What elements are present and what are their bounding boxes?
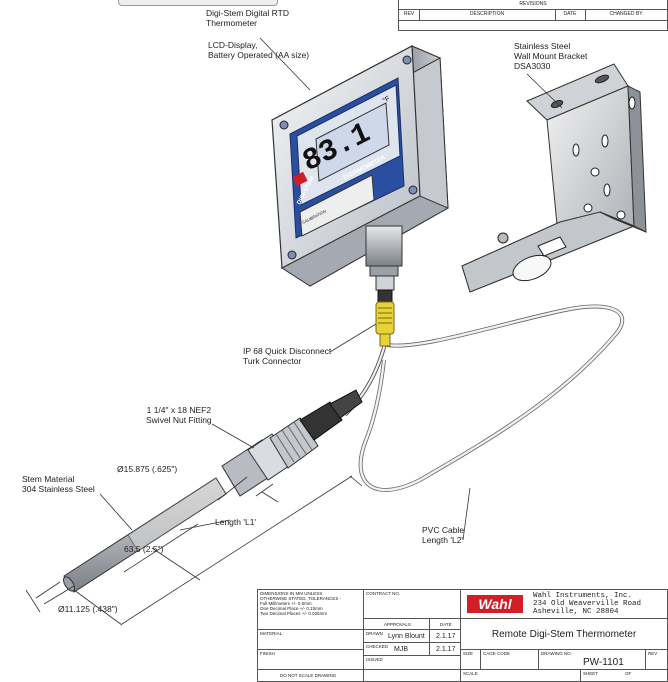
size-cell: SIZE	[461, 650, 481, 670]
scale-label: SCALE	[463, 671, 478, 676]
sheet-label: SHEET	[583, 671, 599, 676]
company-cell: Wahl Wahl Instruments, Inc. 234 Old Weav…	[461, 590, 667, 619]
stem-diameter-dimension: Ø11.125 (.438")	[58, 604, 118, 614]
tolerance-cell: DIMENSIONS IN MM UNLESS OTHERWISE STATED…	[258, 590, 364, 630]
drawing-title: Remote Digi-Stem Thermometer	[491, 629, 637, 640]
changed-by-header: CHANGED BY	[585, 9, 667, 21]
drawing-number-cell: DRAWING NO. PW-1101	[539, 650, 646, 670]
issued-label: ISSUED	[366, 657, 383, 662]
drawn-cell: DRAWN Lynn Blount	[364, 630, 430, 643]
size-label: SIZE	[463, 651, 474, 656]
cable-callout: PVC Cable Length 'L2'	[422, 525, 465, 545]
approvals-label: APPROVALS	[384, 622, 411, 627]
product-callout: Digi-Stem Digital RTD Thermometer	[206, 8, 289, 28]
issued-cell: ISSUED	[364, 656, 461, 670]
bracket-callout: Stainless Steel Wall Mount Bracket DSA30…	[514, 41, 588, 71]
revisions-title: REVISIONS	[399, 0, 667, 10]
date-label: DATE	[440, 622, 452, 627]
description-header: DESCRIPTION	[419, 9, 556, 21]
drawn-date-value: 2.1.17	[436, 633, 456, 640]
cage-code-label: CAGE CODE	[483, 651, 511, 656]
rev-label: REV	[648, 651, 658, 656]
fitting-callout: 1 1/4" x 18 NEF2 Swivel Nut Fitting	[146, 405, 212, 425]
material-cell: MATERIAL	[258, 630, 364, 650]
title-block: DIMENSIONS IN MM UNLESS OTHERWISE STATED…	[257, 589, 668, 682]
drawn-by-value: Lynn Blount	[388, 633, 425, 640]
checked-date-value: 2.1.17	[436, 646, 456, 653]
approvals-cell: APPROVALS	[364, 619, 430, 630]
date-header: DATE	[555, 9, 586, 21]
checked-date-cell: 2.1.17	[430, 643, 461, 656]
callout-leaders	[99, 37, 563, 541]
drawing-number-label: DRAWING NO.	[541, 651, 572, 656]
wahl-logo: Wahl	[467, 595, 523, 613]
contract-label: CONTRACT NO.	[366, 591, 401, 596]
material-label: MATERIAL	[260, 631, 283, 636]
length-l1-dimension: Length 'L1'	[215, 517, 257, 527]
drawing-number-value: PW-1101	[583, 657, 624, 668]
checked-cell: CHECKED MJB	[364, 643, 430, 656]
lcd-unit: °F	[381, 94, 391, 104]
drawn-date-cell: 2.1.17	[430, 630, 461, 643]
finish-cell: FINISH	[258, 650, 364, 670]
of-label: OF	[625, 671, 632, 676]
rev-cell: REV	[646, 650, 667, 670]
rev-header: REV	[399, 9, 420, 21]
revisions-table: REVISIONS REV DESCRIPTION DATE CHANGED B…	[398, 0, 668, 31]
tolerance-note: DIMENSIONS IN MM UNLESS OTHERWISE STATED…	[260, 591, 342, 616]
date-cell: DATE	[430, 619, 461, 630]
drawn-label: DRAWN	[366, 631, 383, 636]
display-enclosure	[270, 45, 450, 287]
checked-by-value: MJB	[394, 646, 408, 653]
scale-cell: SCALE	[461, 670, 581, 681]
wall-mount-bracket	[461, 63, 647, 293]
swivel-nut-fitting	[221, 389, 363, 497]
no-scale-note: DO NOT SCALE DRAWING	[280, 673, 337, 678]
no-scale-cell: DO NOT SCALE DRAWING	[258, 670, 364, 681]
cable-gland	[365, 225, 403, 303]
stem-callout: Stem Material 304 Stainless Steel	[22, 474, 95, 494]
cage-cell: CAGE CODE	[481, 650, 539, 670]
drawing-title-cell: Remote Digi-Stem Thermometer	[461, 619, 667, 650]
blank-cell	[364, 670, 461, 681]
dimension-lines	[25, 475, 363, 626]
finish-label: FINISH	[260, 651, 275, 656]
checked-label: CHECKED	[366, 644, 389, 649]
contract-cell: CONTRACT NO.	[364, 590, 461, 619]
sheet-cell: SHEET OF	[581, 670, 667, 681]
turk-connector	[375, 301, 395, 347]
fitting-diameter-dimension: Ø15.875 (.625")	[117, 464, 178, 474]
company-address: Wahl Instruments, Inc. 234 Old Weavervil…	[533, 592, 642, 616]
probe-stem	[63, 477, 227, 593]
top-tab	[118, 0, 278, 6]
length-63-dimension: 63.5 (2.5")	[124, 544, 164, 554]
display-callout: LCD-Display, Battery Operated (AA size)	[208, 40, 310, 60]
connector-callout: IP 68 Quick Disconnect Turk Connector	[243, 346, 332, 366]
